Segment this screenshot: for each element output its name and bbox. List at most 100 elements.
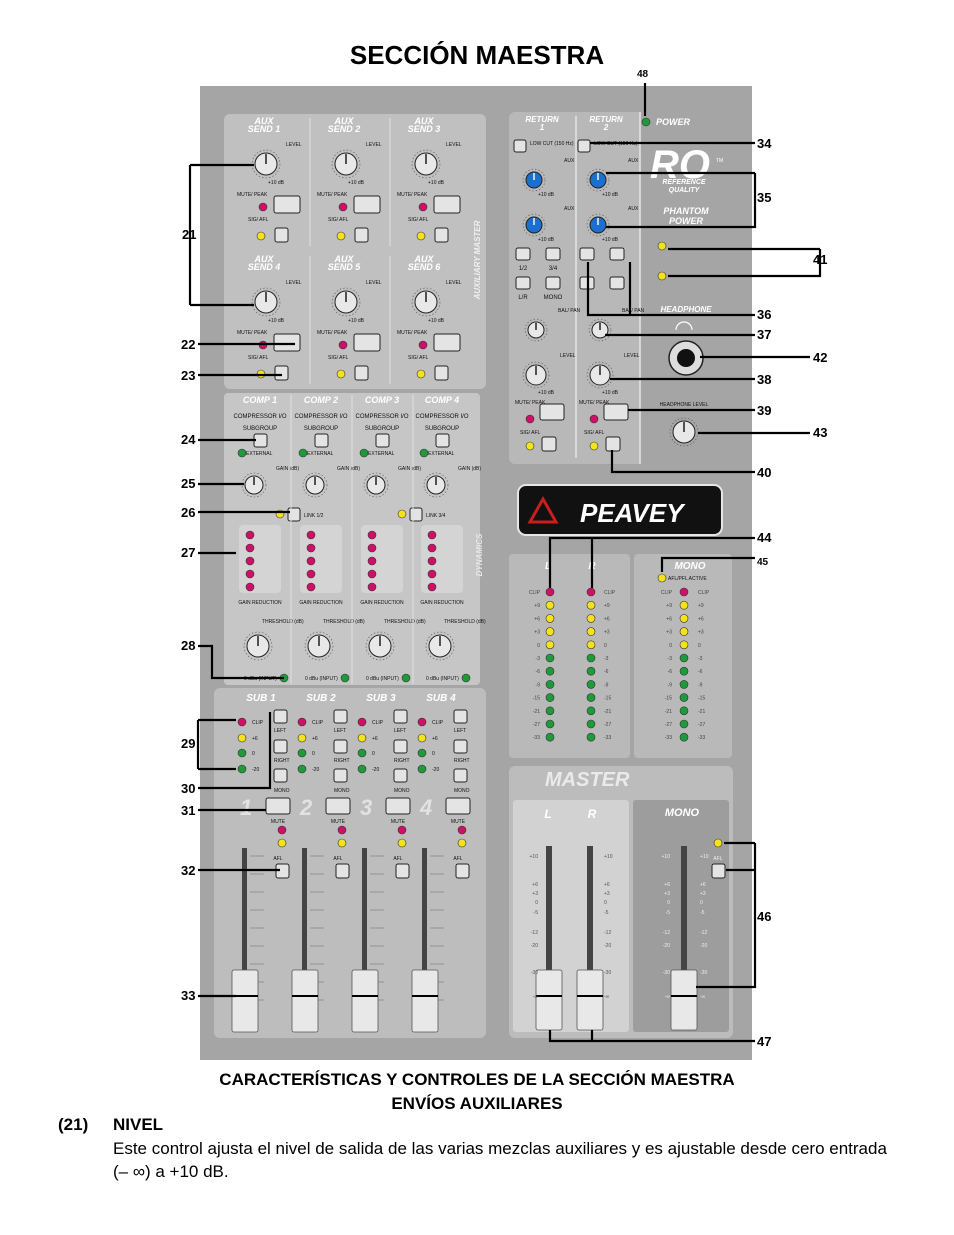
return-afl-button[interactable] — [541, 436, 557, 452]
assign-button[interactable] — [545, 247, 561, 261]
link-button[interactable] — [409, 507, 423, 522]
compressor-io-label: COMPRESSOR I/O — [415, 414, 468, 420]
callout-number: 33 — [181, 988, 195, 1003]
aux-mute-button[interactable] — [273, 195, 301, 214]
peak-led — [525, 414, 535, 424]
left-assign-button[interactable] — [393, 709, 408, 724]
left-assign-button[interactable] — [333, 709, 348, 724]
aux-afl-button[interactable] — [354, 365, 369, 381]
sub-meter-label: -20 — [312, 767, 319, 773]
level-meter-led — [586, 693, 596, 702]
fader-scale-label: -5 — [534, 910, 539, 916]
meter-scale-label: -9 — [604, 682, 609, 688]
sub-mute-button[interactable] — [325, 797, 351, 815]
assign-button[interactable] — [515, 276, 531, 290]
low-cut-button[interactable] — [513, 139, 527, 153]
master-fader-mono-cap[interactable] — [670, 969, 698, 1031]
subgroup-label: SUBGROUP — [365, 426, 399, 432]
meter-scale-label: -33 — [698, 735, 705, 741]
level-meter-led — [586, 732, 596, 742]
meter-scale-label: -27 — [665, 722, 672, 728]
return-afl-button[interactable] — [605, 436, 621, 452]
sub-afl-button[interactable] — [335, 863, 350, 879]
assign-button[interactable] — [609, 247, 625, 261]
fader-scale-label: -30 — [604, 970, 611, 976]
left-assign-button[interactable] — [453, 709, 468, 724]
meter-scale-label: +3 — [698, 630, 704, 636]
level-meter-led — [586, 719, 596, 729]
mono-assign-button[interactable] — [393, 768, 408, 783]
clip-led — [297, 717, 307, 727]
aux-mute-button[interactable] — [433, 195, 461, 214]
mono-assign-button[interactable] — [453, 768, 468, 783]
fader-scale-label: -30 — [531, 970, 538, 976]
mono-assign-button[interactable] — [333, 768, 348, 783]
right-assign-button[interactable] — [333, 739, 348, 754]
sub-fader-cap[interactable] — [351, 969, 379, 1033]
link-button[interactable] — [287, 507, 301, 522]
sub-fader-cap[interactable] — [291, 969, 319, 1033]
return-mute-button[interactable] — [539, 403, 565, 421]
meter-scale-label: -21 — [533, 709, 540, 715]
mono-assign-button[interactable] — [273, 768, 288, 783]
callout-arrow — [610, 450, 755, 474]
gain-reduction-led — [427, 530, 437, 540]
low-cut-button[interactable] — [577, 139, 591, 153]
assign-button[interactable] — [609, 276, 625, 290]
sub-afl-button[interactable] — [455, 863, 470, 879]
callout-number: 42 — [813, 350, 827, 365]
right-assign-button[interactable] — [393, 739, 408, 754]
level-meter-led — [679, 706, 689, 716]
fader-scale-label: -∞ — [665, 994, 671, 1000]
assign-button[interactable] — [545, 276, 561, 290]
meter-scale-label: +3 — [604, 630, 610, 636]
master-fader-r-cap[interactable] — [576, 969, 604, 1031]
knob-scale-ticks — [363, 472, 389, 498]
right-assign-button[interactable] — [453, 739, 468, 754]
ro-logo: RO — [650, 143, 710, 187]
sub-afl-button[interactable] — [395, 863, 410, 879]
left-assign-button[interactable] — [273, 709, 288, 724]
aux-afl-button[interactable] — [434, 365, 449, 381]
power-led — [641, 117, 651, 127]
sub-title: SUB 1 — [246, 693, 276, 704]
meter-scale-label: -3 — [668, 656, 673, 662]
section-body: Este control ajusta el nivel de salida d… — [113, 1139, 887, 1181]
assign-button[interactable] — [515, 247, 531, 261]
knob-scale-ticks — [522, 168, 546, 192]
master-fader-l-cap[interactable] — [535, 969, 563, 1031]
return-mute-button[interactable] — [603, 403, 629, 421]
aux-mute-button[interactable] — [353, 333, 381, 352]
aux-afl-button[interactable] — [434, 227, 449, 243]
aux-afl-button[interactable] — [274, 365, 289, 381]
link-label: LINK 3/4 — [426, 513, 446, 519]
aux-afl-button[interactable] — [354, 227, 369, 243]
callout-number: 46 — [757, 909, 771, 924]
sig-afl-label: SIG/ AFL — [520, 430, 541, 436]
mute-peak-label: MUTE/ PEAK — [397, 192, 428, 198]
aux-afl-button[interactable] — [274, 227, 289, 243]
aux-mute-button[interactable] — [353, 195, 381, 214]
compressor-io-button[interactable] — [375, 433, 390, 448]
aux-mute-button[interactable] — [273, 333, 301, 352]
comp-title: COMP 2 — [304, 395, 338, 405]
fader-scale-label: 0 — [700, 900, 703, 906]
sub-mute-button[interactable] — [385, 797, 411, 815]
master-afl-button[interactable] — [711, 863, 726, 879]
meter-scale-label: CLIP — [661, 590, 673, 596]
sub-fader-cap[interactable] — [411, 969, 439, 1033]
sub-meter-led — [417, 764, 427, 774]
aux-mute-button[interactable] — [433, 333, 461, 352]
afl-led — [457, 838, 467, 848]
return-title: 1 — [540, 123, 545, 132]
sub-mute-button[interactable] — [265, 797, 291, 815]
assign-button[interactable] — [579, 247, 595, 261]
sub-mute-button[interactable] — [445, 797, 471, 815]
compressor-io-button[interactable] — [314, 433, 329, 448]
right-assign-button[interactable] — [273, 739, 288, 754]
input-led — [401, 673, 411, 683]
sub-fader-cap[interactable] — [231, 969, 259, 1033]
compressor-io-button[interactable] — [435, 433, 450, 448]
knob-scale-ticks — [243, 631, 273, 661]
sig-afl-label: SIG/ AFL — [328, 355, 349, 361]
